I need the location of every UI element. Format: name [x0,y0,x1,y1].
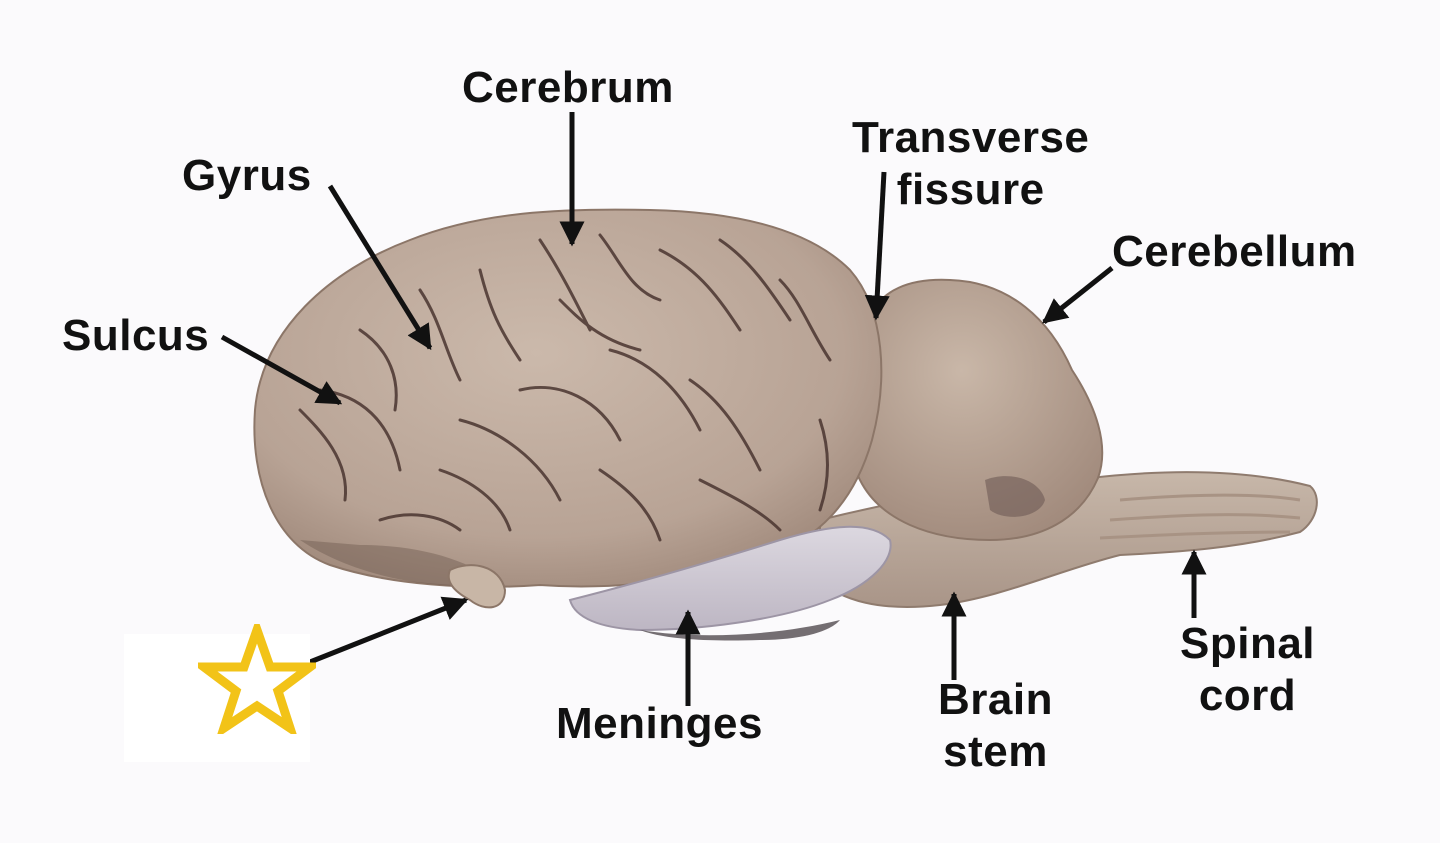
label-sulcus: Sulcus [62,311,210,360]
spinal-cord-fibers [1099,493,1301,540]
meninges-shape [568,525,892,632]
arrow-cerebellum [1042,266,1114,324]
olfactory-bulb [447,564,507,609]
cerebellum-dark-patch [985,476,1045,517]
label-transverse-fissure: Transverse fissure [852,113,1090,214]
label-spinal-cord: Spinal cord [1180,619,1316,720]
arrow-gyrus [327,184,433,351]
label-brain-stem: Brain stem [938,675,1053,776]
cerebellum-shape [845,278,1104,542]
arrow-star [309,596,469,665]
label-meninges: Meninges [556,699,763,748]
label-cerebrum: Cerebrum [462,63,674,112]
arrow-transverse-fissure [864,171,890,321]
label-cerebellum: Cerebellum [1112,227,1357,276]
star-icon [198,624,316,734]
arrow-sulcus [220,334,343,406]
label-gyrus: Gyrus [182,151,312,200]
sulci-lines [298,233,832,542]
